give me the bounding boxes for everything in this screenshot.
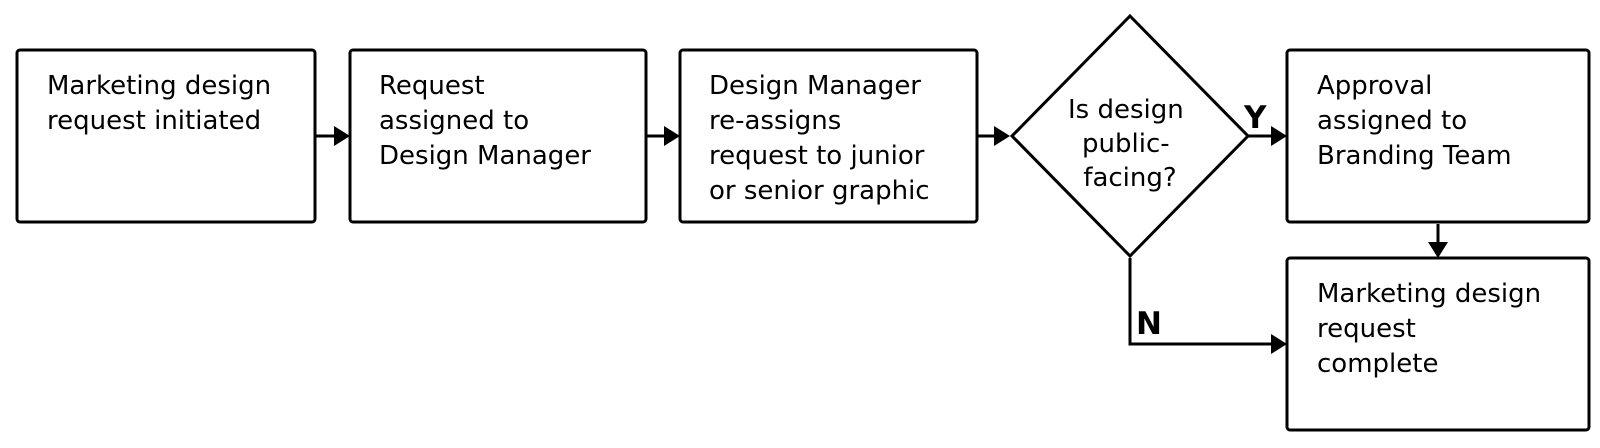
node-n6: Marketing design request complete [1285, 256, 1591, 432]
decision-diamond-public-facing [1009, 13, 1251, 259]
node-line: request to junior [709, 141, 925, 171]
node-text-n1: Marketing design request initiated [47, 71, 279, 136]
node-line: Design Manager [709, 71, 921, 101]
node-line: request initiated [47, 106, 261, 136]
process-box-request-initiated [15, 48, 317, 224]
node-n4: Is design public- facing? [1009, 13, 1251, 259]
edge-n2-n3 [646, 126, 680, 146]
node-n5: Approval assigned to Branding Team [1285, 48, 1591, 224]
node-line: facing? [1083, 163, 1176, 193]
branch-label-yes: Y [1243, 100, 1267, 136]
edge-n4-n5-yes [1248, 126, 1287, 146]
edge-n4-n6-no [1128, 258, 1287, 354]
node-line: public- [1082, 129, 1170, 159]
node-text-n5: Approval assigned to Branding Team [1317, 71, 1512, 171]
node-n1: Marketing design request initiated [15, 48, 317, 224]
node-line: Design Manager [379, 141, 591, 171]
node-text-n4: Is design public- facing? [1068, 95, 1192, 193]
node-text-n3: Design Manager re-assigns request to jun… [709, 71, 933, 206]
node-text-n2: Request assigned to Design Manager [379, 71, 591, 171]
node-line: assigned to [1317, 106, 1467, 136]
terminal-box-request-complete [1285, 256, 1591, 432]
process-box-reassign [678, 48, 979, 224]
node-line: complete [1317, 349, 1438, 379]
node-text-n6: Marketing design request complete [1317, 279, 1549, 379]
node-line: Request [379, 71, 485, 101]
edge-n1-n2 [315, 126, 350, 146]
node-line: Is design [1068, 95, 1184, 125]
node-line: Marketing design [47, 71, 271, 101]
branch-label-no: N [1136, 306, 1162, 342]
node-n2: Request assigned to Design Manager [348, 48, 648, 224]
node-line: Approval [1317, 71, 1432, 101]
node-line: re-assigns [709, 106, 841, 136]
process-box-assigned-design-manager [348, 48, 648, 224]
process-box-branding-approval [1285, 48, 1591, 224]
edge-n3-n4 [977, 126, 1010, 146]
node-line: Marketing design [1317, 279, 1541, 309]
edge-n5-n6 [1428, 224, 1448, 258]
node-line: request [1317, 314, 1416, 344]
connectors [315, 126, 1448, 354]
node-n3: Design Manager re-assigns request to jun… [678, 48, 979, 224]
node-line: assigned to [379, 106, 529, 136]
node-line: or senior graphic [709, 176, 930, 206]
node-line: Branding Team [1317, 141, 1512, 171]
